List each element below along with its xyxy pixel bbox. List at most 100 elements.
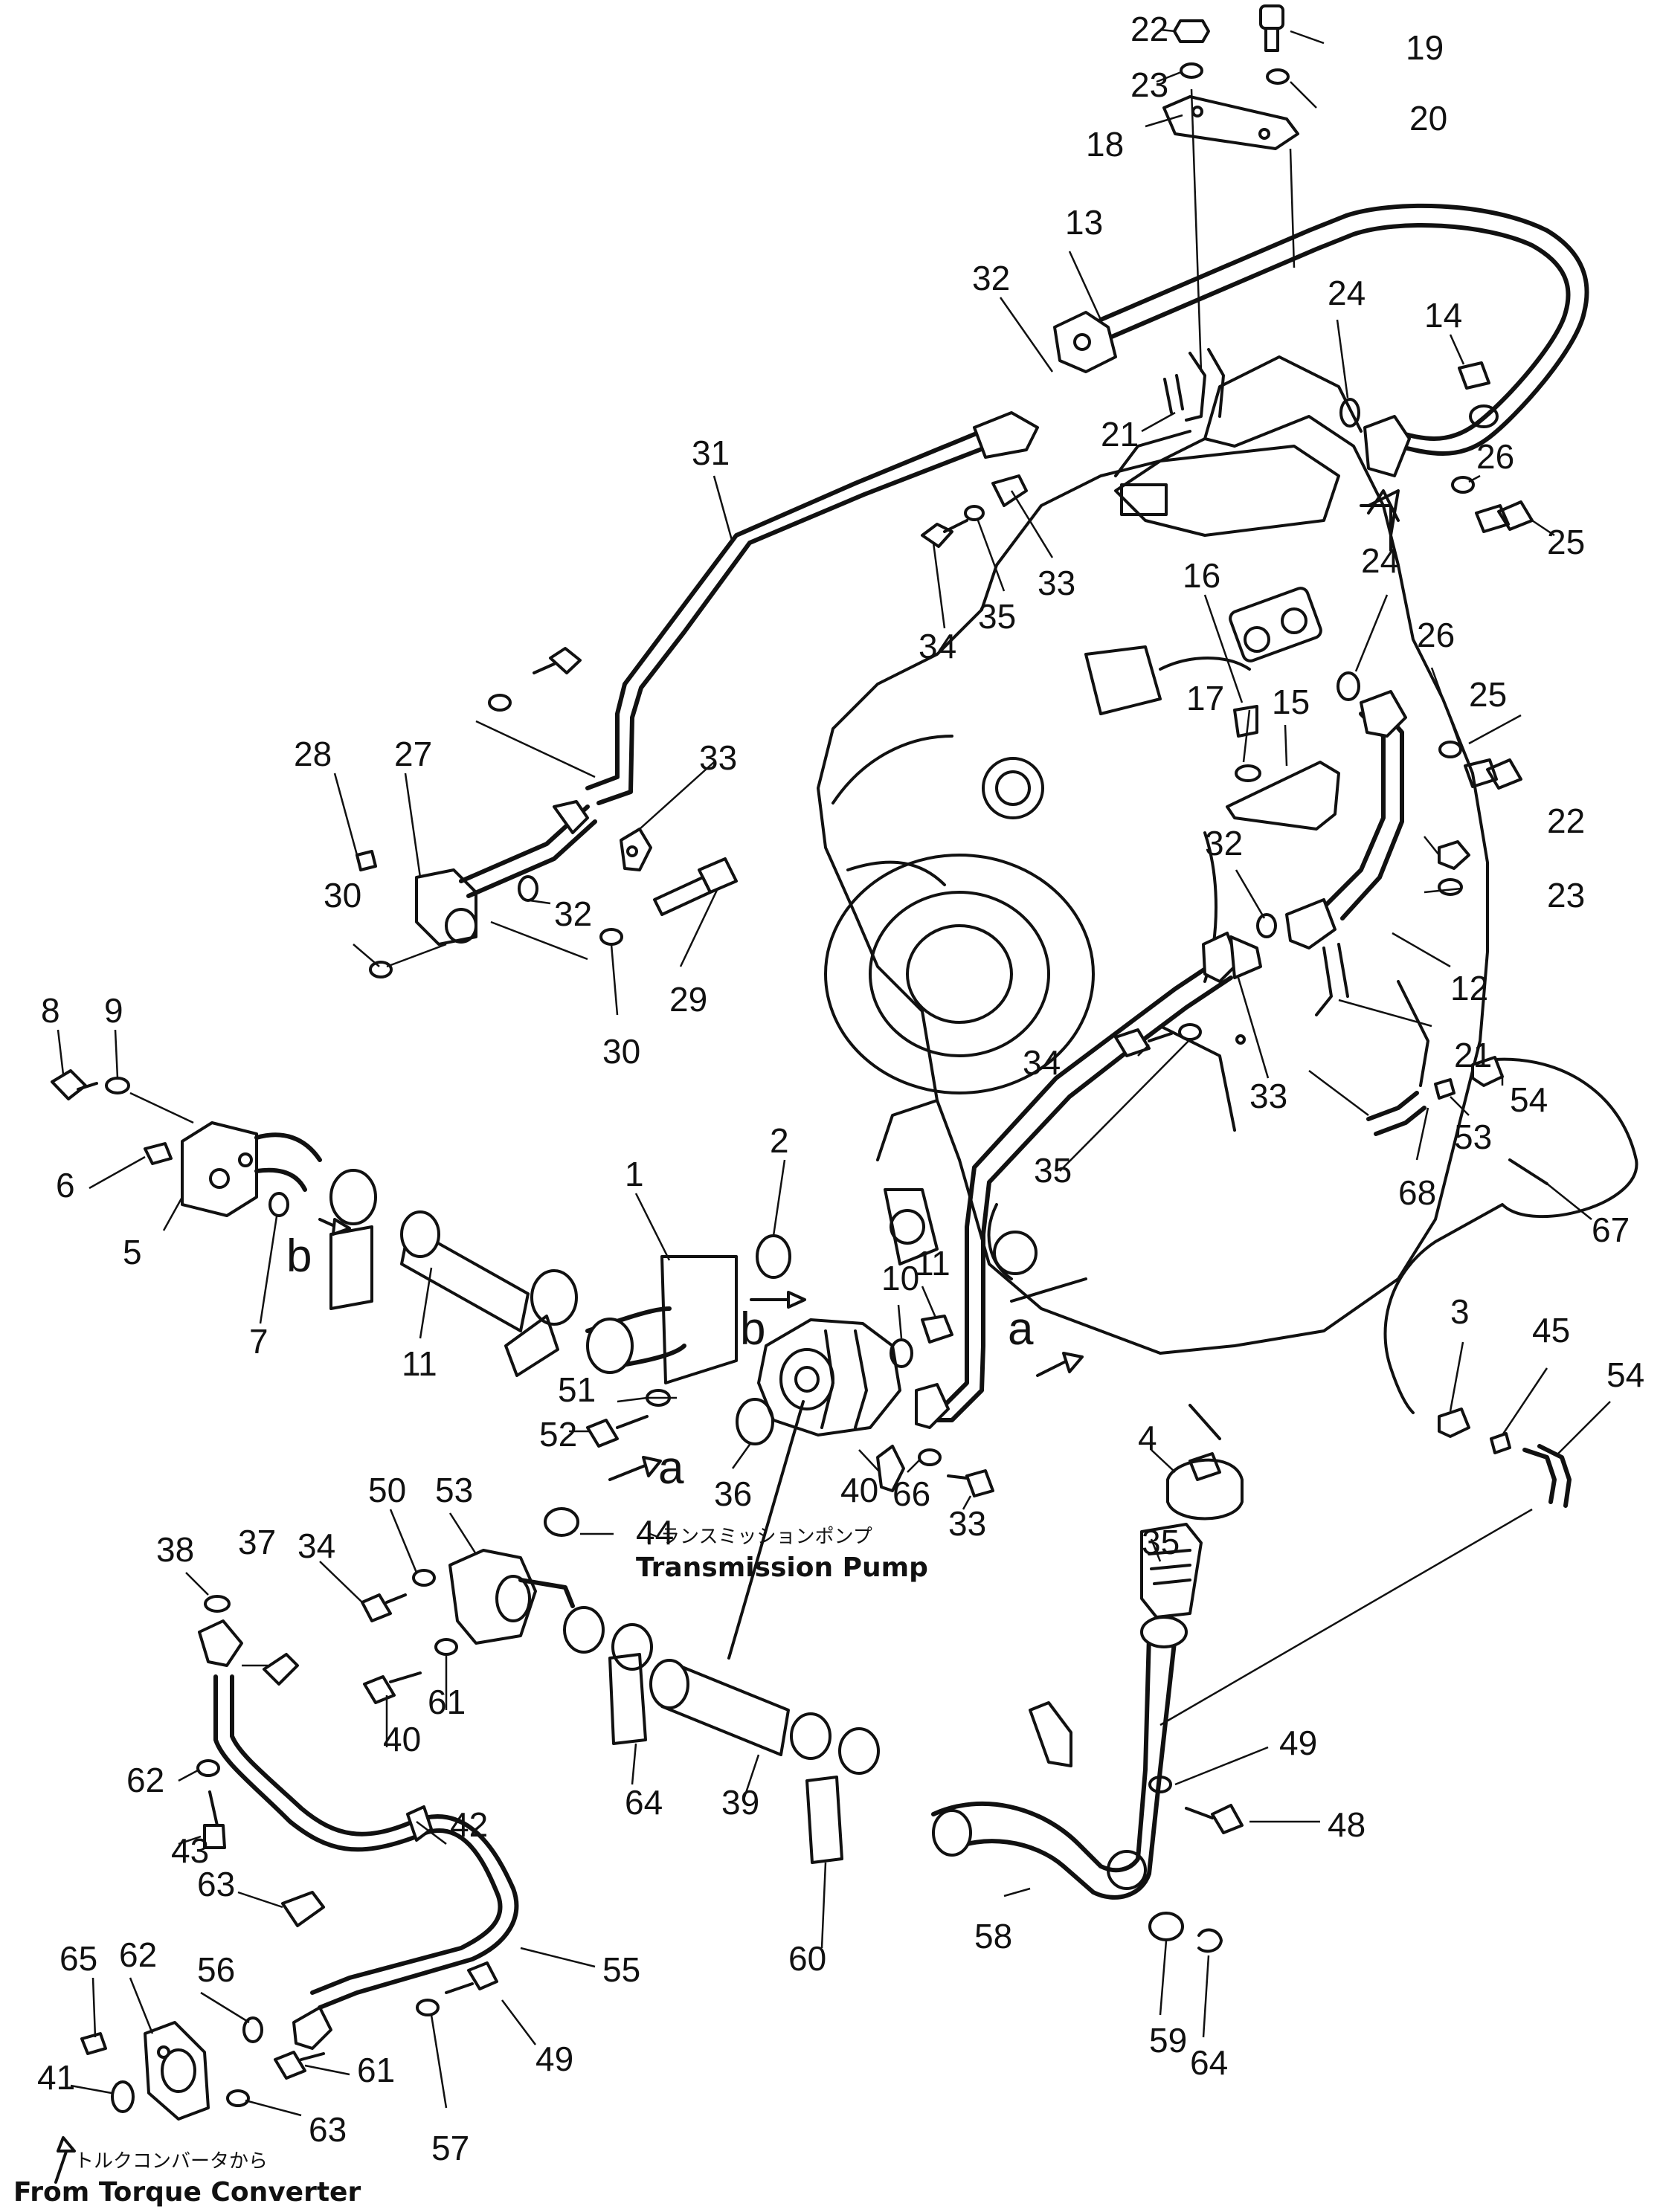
transmission-housing: [817, 355, 1489, 1355]
callout-54: 54: [1606, 1355, 1644, 1394]
callout-39: 39: [721, 1783, 759, 1822]
from-torque-converter-caption-en: From Torque Converter: [13, 2177, 361, 2208]
pipe-60-assembly: [80, 1595, 519, 2121]
callout-32: 32: [1205, 824, 1243, 862]
callout-40: 40: [840, 1471, 878, 1509]
callout-2: 2: [770, 1121, 789, 1160]
callout-11: 11: [915, 1244, 950, 1283]
callout-35: 35: [1142, 1523, 1180, 1561]
bolt-34-top: [921, 505, 985, 548]
filler-pipe-41: [931, 1616, 1244, 1953]
callout-12: 12: [1450, 969, 1488, 1007]
callout-25: 25: [1469, 675, 1507, 714]
callout-34: 34: [297, 1526, 335, 1565]
callout-6: 6: [56, 1166, 75, 1205]
callout-21: 21: [1454, 1036, 1492, 1074]
callout-33: 33: [948, 1504, 986, 1543]
callout-61: 61: [428, 1683, 466, 1721]
callout-33: 33: [699, 738, 737, 777]
callout-25: 25: [1547, 523, 1585, 561]
view-letter-a-left: a: [658, 1442, 684, 1494]
callout-33: 33: [1038, 564, 1075, 602]
pipe-13: [1053, 203, 1589, 477]
callout-33: 33: [1249, 1077, 1287, 1115]
upper-bracket-assembly: [1162, 4, 1299, 373]
callout-11: 11: [402, 1344, 437, 1383]
callout-43: 43: [171, 1831, 209, 1870]
callout-5: 5: [123, 1233, 142, 1271]
callout-34: 34: [919, 627, 956, 665]
callout-22: 22: [1547, 802, 1585, 840]
callout-41: 41: [37, 2058, 75, 2097]
callout-21: 21: [1101, 415, 1139, 454]
callout-44: 44: [636, 1513, 674, 1552]
callout-13: 13: [1065, 203, 1103, 242]
callout-64: 64: [625, 1783, 663, 1822]
view-letter-b-left: b: [286, 1231, 312, 1282]
callout-66: 66: [892, 1474, 930, 1513]
callout-7: 7: [249, 1322, 268, 1361]
callout-22: 22: [1130, 10, 1168, 48]
callout-68: 68: [1398, 1173, 1436, 1212]
callout-54: 54: [1510, 1080, 1548, 1119]
from-torque-converter-caption-jp: トルクコンバータから: [74, 2150, 268, 2173]
callout-49: 49: [535, 2040, 573, 2078]
pipe-31-lower: [915, 932, 1262, 1429]
callout-56: 56: [197, 1950, 235, 1989]
callout-34: 34: [1023, 1043, 1061, 1082]
view-arrows: [54, 1218, 1221, 2184]
callout-17: 17: [1186, 679, 1224, 718]
callout-24: 24: [1361, 541, 1399, 580]
callout-28: 28: [294, 735, 332, 773]
callout-3: 3: [1450, 1292, 1470, 1331]
pipe-31-upper: [585, 411, 1039, 805]
callout-14: 14: [1424, 296, 1462, 335]
callout-57: 57: [431, 2129, 469, 2167]
callout-35: 35: [978, 597, 1016, 636]
callout-40: 40: [383, 1720, 421, 1758]
tube-52: [1159, 1034, 1638, 1726]
callout-26: 26: [1417, 616, 1455, 654]
block-27-assembly: [356, 647, 738, 978]
callout-62: 62: [126, 1761, 164, 1799]
callout-31: 31: [692, 433, 730, 472]
view-letter-a-right: a: [1008, 1303, 1034, 1355]
callout-55: 55: [602, 1950, 640, 1989]
callout-8: 8: [41, 991, 60, 1030]
callout-63: 63: [197, 1865, 235, 1903]
callout-30: 30: [324, 876, 361, 915]
callout-4: 4: [1138, 1419, 1157, 1457]
callout-58: 58: [974, 1917, 1012, 1955]
callout-32: 32: [972, 259, 1010, 297]
callout-29: 29: [669, 980, 707, 1019]
callout-23: 23: [1547, 876, 1585, 915]
bracket-15-assembly: [1226, 671, 1522, 1016]
callout-67: 67: [1592, 1210, 1630, 1249]
view-letter-b-right: b: [740, 1303, 765, 1355]
transmission-pump-caption-en: Transmission Pump: [636, 1552, 928, 1583]
callout-15: 15: [1272, 683, 1310, 721]
callout-48: 48: [1328, 1805, 1366, 1844]
callout-18: 18: [1086, 125, 1124, 164]
callout-50: 50: [368, 1471, 406, 1509]
callout-64: 64: [1190, 2043, 1228, 2082]
callout-42: 42: [450, 1805, 488, 1844]
callout-53: 53: [435, 1471, 473, 1509]
callout-37: 37: [238, 1523, 276, 1561]
leader-lines: [57, 28, 1611, 2117]
callout-19: 19: [1406, 28, 1444, 67]
callout-49: 49: [1279, 1724, 1317, 1762]
filler-cap: [1140, 1452, 1244, 1619]
callout-62: 62: [119, 1935, 157, 1974]
callout-38: 38: [156, 1530, 194, 1569]
callout-52: 52: [539, 1415, 577, 1454]
callout-30: 30: [602, 1032, 640, 1071]
bolt-25-upper: [1451, 476, 1534, 533]
callout-61: 61: [357, 2051, 395, 2089]
callout-53: 53: [1454, 1118, 1492, 1156]
callout-27: 27: [394, 735, 432, 773]
callout-35: 35: [1034, 1151, 1072, 1190]
callout-63: 63: [309, 2110, 347, 2149]
